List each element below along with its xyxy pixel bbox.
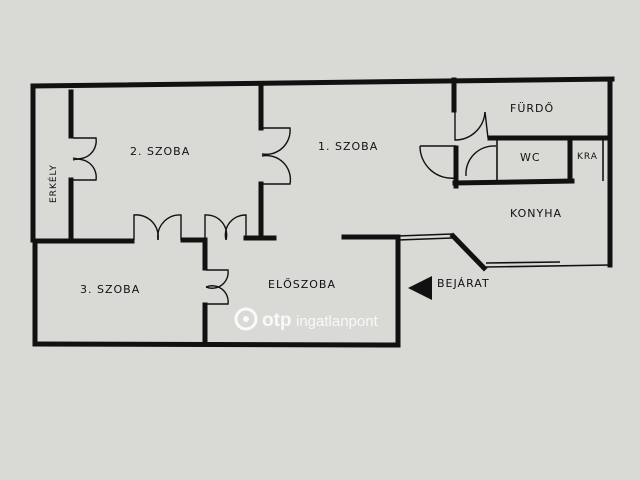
room-label-szoba3: 3. SZOBA bbox=[80, 283, 140, 296]
room-label-wc: WC bbox=[520, 151, 541, 164]
room-label-furdo: FÜRDŐ bbox=[510, 101, 554, 115]
room-label-konyha: KONYHA bbox=[510, 207, 562, 220]
room-label-erkely: ERKÉLY bbox=[47, 164, 59, 203]
room-label-kra: KRA bbox=[577, 152, 598, 162]
room-label-szoba2: 2. SZOBA bbox=[130, 145, 190, 158]
watermark-brand: otp bbox=[262, 310, 292, 331]
room-label-eloszoba: ELŐSZOBA bbox=[268, 277, 336, 291]
otp-logo-icon bbox=[234, 307, 258, 331]
entrance-label: BEJÁRAT bbox=[437, 277, 490, 290]
entrance-arrow-icon bbox=[408, 276, 432, 300]
door-swings bbox=[72, 110, 497, 305]
watermark-suffix: ingatlanpont bbox=[296, 313, 379, 330]
walls bbox=[30, 76, 615, 348]
room-label-szoba1: 1. SZOBA bbox=[318, 140, 378, 153]
watermark: otp ingatlanpont bbox=[234, 307, 379, 331]
